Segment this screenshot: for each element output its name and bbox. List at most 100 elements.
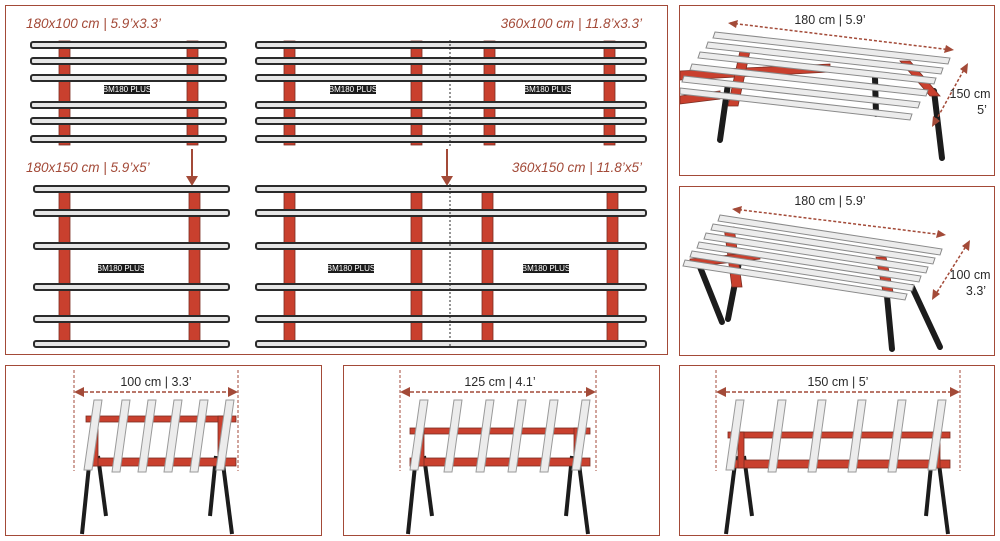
- rail: [703, 232, 929, 274]
- rail: [255, 340, 647, 348]
- frame-beam: [85, 457, 237, 467]
- rail: [807, 399, 827, 473]
- rail: [215, 399, 235, 471]
- rail: [255, 57, 647, 65]
- rail: [409, 399, 429, 471]
- badge: [328, 264, 374, 273]
- badge: [525, 85, 571, 94]
- rail: [539, 399, 559, 473]
- width-dimension: [932, 240, 970, 300]
- perspective-150-diagram: 180 cm | 5.9’ 150 cm 5’: [680, 13, 991, 161]
- rail: [681, 75, 921, 109]
- leg: [936, 455, 950, 535]
- frame-beam: [85, 415, 237, 423]
- rail: [710, 223, 936, 265]
- rail: [189, 399, 209, 473]
- leg: [931, 88, 945, 161]
- configurations-diagram: 180x100 cm | 5.9’x3.3’ 360x100 cm | 11.8…: [26, 16, 647, 348]
- rail: [255, 41, 647, 49]
- rail: [83, 399, 103, 471]
- beam: [283, 40, 296, 146]
- beam: [603, 40, 616, 146]
- beam-left: [58, 40, 71, 146]
- rail: [927, 399, 947, 471]
- rail: [33, 340, 230, 348]
- beam: [410, 40, 423, 146]
- badge: [330, 85, 376, 94]
- rail: [705, 41, 944, 75]
- rail: [30, 117, 227, 125]
- width-dimension: [932, 63, 968, 127]
- rail: [767, 399, 787, 473]
- frame-post: [737, 431, 745, 469]
- table-180x150: BM180 PLUS: [33, 185, 230, 348]
- length-label: 180 cm | 5.9’: [794, 13, 865, 27]
- rail: [30, 74, 227, 82]
- width-100-panel: 100 cm | 3.3’: [5, 365, 322, 536]
- leg: [697, 264, 725, 325]
- rail: [887, 399, 907, 473]
- rail: [30, 41, 227, 49]
- frame-beam: [727, 431, 951, 439]
- perspective-100-panel: 180 cm | 5.9’ 100 cm 3.3’: [679, 186, 995, 356]
- width-label: 125 cm | 4.1’: [464, 375, 535, 389]
- rail: [255, 101, 647, 109]
- rail: [717, 214, 943, 256]
- rail: [33, 209, 230, 217]
- expand-arrow-right: [441, 149, 453, 186]
- dimension: [73, 370, 239, 471]
- config-180x100-label: 180x100 cm | 5.9’x3.3’: [26, 16, 162, 31]
- rail: [30, 101, 227, 109]
- rail: [255, 242, 647, 250]
- badge-text: BM180 PLUS: [327, 264, 375, 273]
- config-360x100-label: 360x100 cm | 11.8’x3.3’: [501, 16, 643, 31]
- rail: [255, 117, 647, 125]
- rail: [33, 185, 230, 193]
- expand-arrow-left: [186, 149, 198, 186]
- length-dimension: [732, 206, 946, 238]
- dimension: [399, 370, 597, 471]
- config-360x150-label: 360x150 cm | 11.8’x5’: [512, 160, 643, 175]
- rail: [571, 399, 591, 471]
- table-360x100: BM180 PLUS BM180 PLUS: [255, 40, 647, 146]
- rail: [696, 241, 922, 283]
- width-100-diagram: 100 cm | 3.3’: [73, 370, 239, 535]
- rail: [847, 399, 867, 473]
- leg: [872, 75, 879, 117]
- width-150-panel: 150 cm | 5’: [679, 365, 995, 536]
- width-150-diagram: 150 cm | 5’: [715, 370, 961, 535]
- width-label-ft: 3.3’: [966, 284, 986, 298]
- dimension: [715, 370, 961, 471]
- badge: [523, 264, 569, 273]
- rail: [507, 399, 527, 473]
- rail: [30, 57, 227, 65]
- perspective-100-diagram: 180 cm | 5.9’ 100 cm 3.3’: [682, 194, 991, 352]
- badge-text: BM180 PLUS: [329, 85, 377, 94]
- badge-text: BM180 PLUS: [522, 264, 570, 273]
- table-180x100: BM180 PLUS: [30, 40, 227, 146]
- rail: [163, 399, 183, 473]
- rail: [111, 399, 131, 473]
- rail: [443, 399, 463, 473]
- width-label: 150 cm | 5’: [808, 375, 869, 389]
- rail: [33, 242, 230, 250]
- table-360x150: BM180 PLUS BM180 PLUS: [255, 184, 647, 348]
- rail: [255, 185, 647, 193]
- rail: [712, 31, 951, 65]
- rail: [682, 259, 908, 301]
- rail: [680, 87, 913, 121]
- length-dimension: [728, 20, 954, 53]
- width-label-ft: 5’: [977, 103, 987, 117]
- rail: [255, 74, 647, 82]
- rail: [30, 135, 227, 143]
- rail: [137, 399, 157, 473]
- badge-text: BM180 PLUS: [524, 85, 572, 94]
- badge-text: BM180 PLUS: [97, 264, 145, 273]
- perspective-150-panel: 180 cm | 5.9’ 150 cm 5’: [679, 5, 995, 176]
- config-180x150-label: 180x150 cm | 5.9’x5’: [26, 160, 151, 175]
- badge-text: BM180 PLUS: [103, 85, 151, 94]
- rail: [33, 283, 230, 291]
- rail: [689, 250, 915, 292]
- configurations-panel: 180x100 cm | 5.9’x3.3’ 360x100 cm | 11.8…: [5, 5, 668, 355]
- width-label-cm: 100 cm: [950, 268, 991, 282]
